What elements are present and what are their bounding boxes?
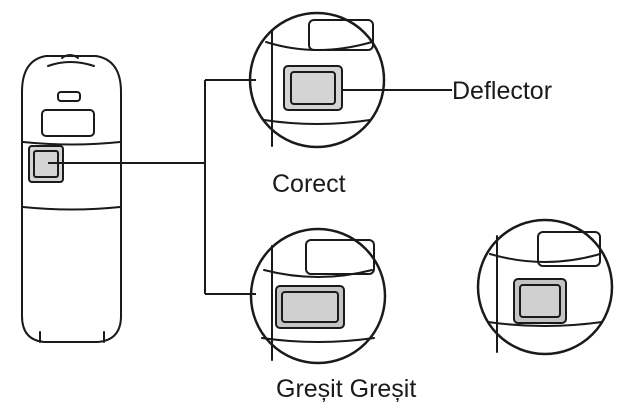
circle-outline <box>249 227 387 365</box>
device-top-arc <box>263 269 373 278</box>
detail-seam <box>487 321 603 327</box>
device-cap-top <box>47 61 95 67</box>
detail-seam <box>263 119 371 125</box>
device <box>21 54 122 343</box>
detail-top-slot <box>537 231 601 267</box>
circle-outline <box>248 11 386 149</box>
detail-seam <box>261 337 375 343</box>
detail-circle-correct <box>248 11 386 149</box>
detail-circle-wrong-2 <box>476 218 614 356</box>
detail-top-slot <box>305 239 375 275</box>
leader-lines <box>48 79 452 295</box>
correct-label: Corect <box>272 170 346 198</box>
deflector-wrong-inner <box>281 291 339 323</box>
device-base-feet <box>39 331 105 343</box>
wrong-label: Greșit Greșit <box>276 375 417 403</box>
detail-circle-wrong-1 <box>249 227 387 365</box>
deflector-label: Deflector <box>452 77 553 105</box>
circle-outline <box>476 218 614 356</box>
device-top-arc <box>265 41 373 51</box>
device-body <box>21 55 122 343</box>
device-cap-nub <box>61 54 79 59</box>
device-seam-lower <box>22 206 121 211</box>
deflector-wrong-inner <box>519 284 561 318</box>
detail-top-slot <box>308 19 374 51</box>
device-top-slot <box>41 109 95 137</box>
device-indicator <box>57 91 81 102</box>
device-seam-upper <box>22 141 121 146</box>
deflector-correct-outer <box>283 65 343 111</box>
deflector-correct-inner <box>290 71 336 105</box>
device-top-arc <box>489 253 601 263</box>
